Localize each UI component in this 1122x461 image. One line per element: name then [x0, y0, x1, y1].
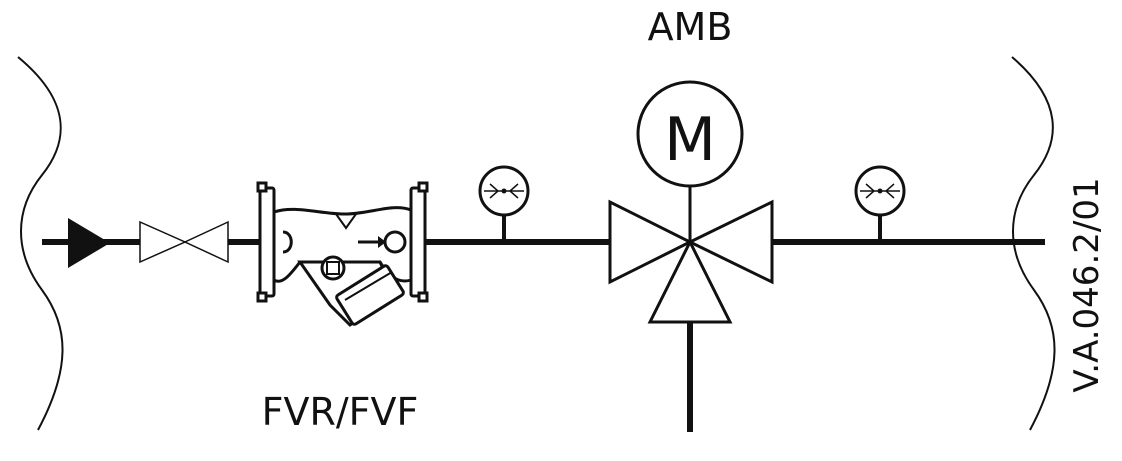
flow-direction-arrow [68, 218, 110, 268]
left-break-line [17, 56, 64, 431]
strainer-fvr-fvf [256, 181, 429, 327]
motor-actuator [636, 80, 744, 188]
pressure-gauge-outlet [854, 165, 906, 242]
actuator-label: AMB [648, 5, 733, 49]
drawing-number: V.A.046.2/01 [1067, 177, 1107, 392]
strainer-label: FVR/FVF [262, 390, 419, 434]
motor-symbol: M [664, 105, 716, 175]
shutoff-valve [139, 220, 229, 264]
right-break-line [1011, 56, 1056, 431]
three-way-valve [608, 186, 774, 432]
pressure-gauge-inlet [478, 165, 530, 242]
